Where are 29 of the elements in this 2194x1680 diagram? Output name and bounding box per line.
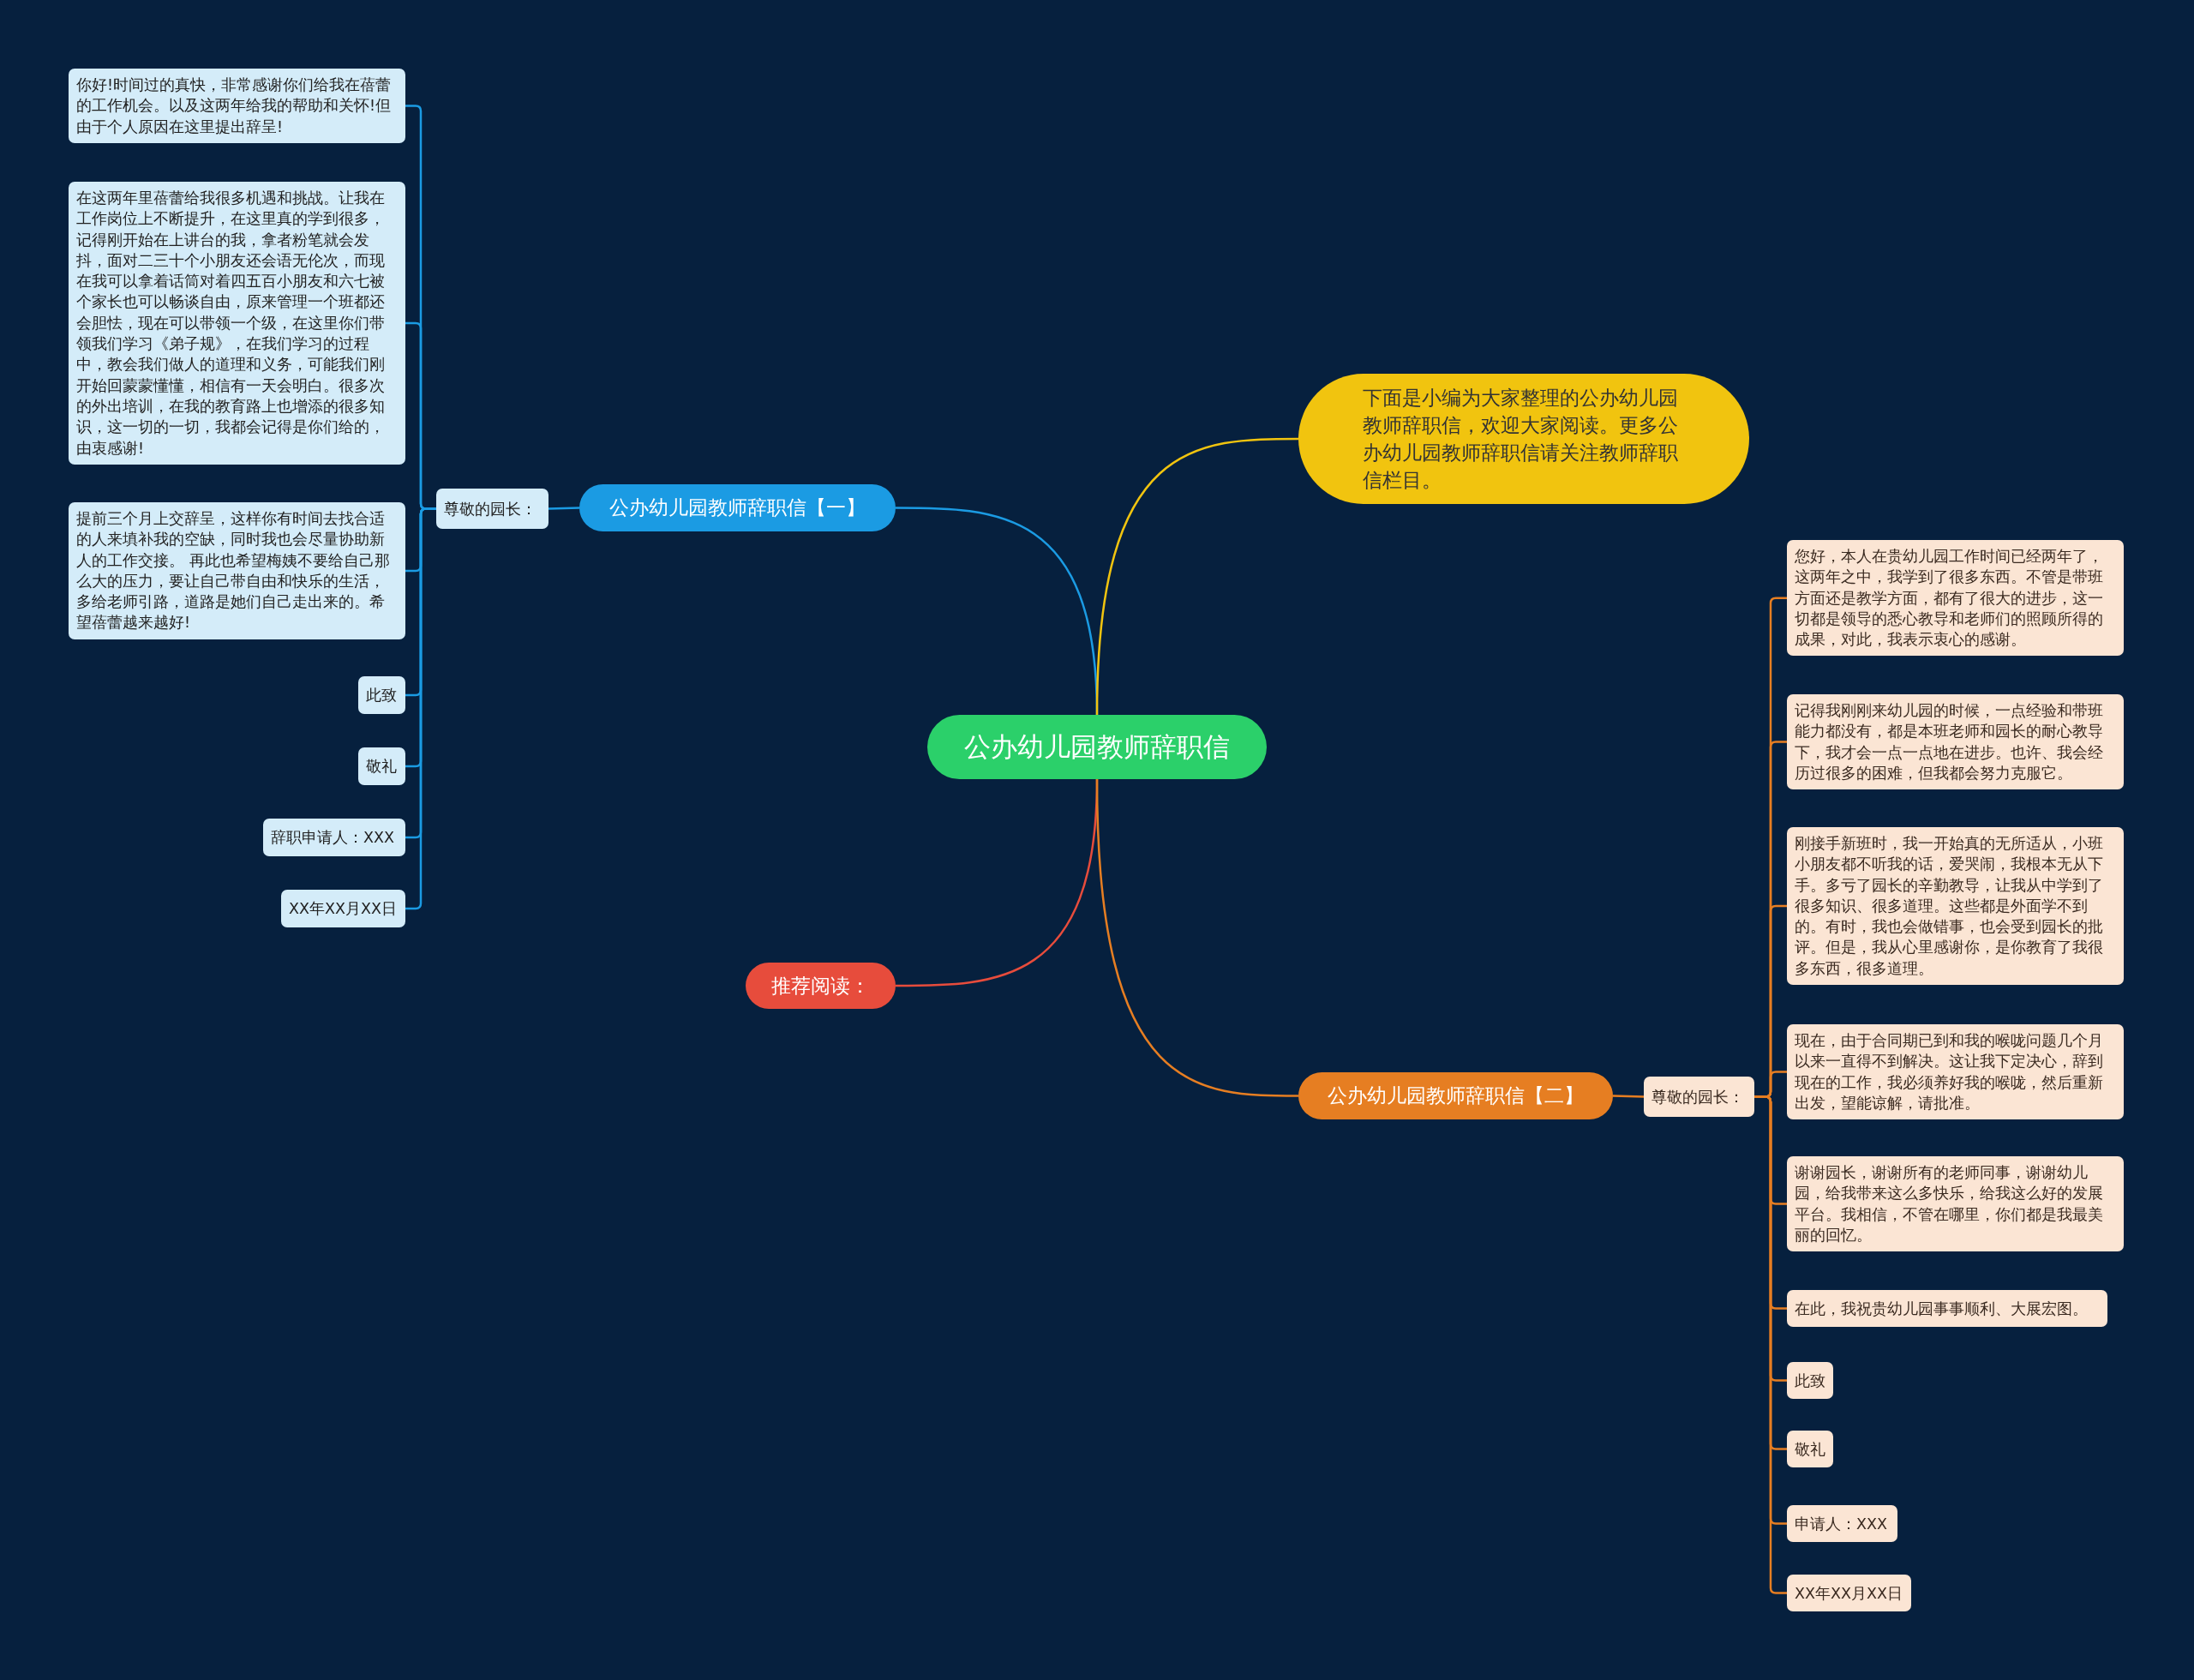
connector-line (1612, 1095, 1645, 1098)
connector-line (1095, 437, 1298, 716)
connector-line (405, 507, 436, 910)
text-card: XX年XX月XX日 (281, 890, 405, 927)
text-card: 刚接手新班时，我一开始真的无所适从，小班小朋友都不听我的话，爱哭闹，我根本无从下手。多亏了园长的辛勤教导，让我从中学到了很多知识、很多道理。这些都是外面学不到的。有时，我也会做错事，也会受到园长的批评。但是，我从心里感谢你，是你教育了我很多东西，很多道理。 (1787, 827, 2124, 986)
connector-line (548, 507, 580, 510)
text-card: 敬礼 (1787, 1431, 1833, 1467)
text-card: 在此，我祝贵幼儿园事事顺利、大展宏图。 (1787, 1290, 2107, 1327)
text-card: 记得我刚刚来幼儿园的时候，一点经验和带班能力都没有，都是本班老师和园长的耐心教导下，我才会一点一点地在进步。也许、我会经历过很多的困难，但我都会努力克服它。 (1787, 694, 2124, 790)
subtopic-box: 尊敬的园长： (436, 489, 548, 529)
text-card: 现在，由于合同期已到和我的喉咙问题几个月以来一直得不到解决。这让我下定决心，辞到现在的工作，我必须养好我的喉咙，然后重新出发，望能谅解，请批准。 (1787, 1024, 2124, 1120)
branch-topic: 公办幼儿园教师辞职信【一】 (579, 484, 896, 531)
text-card: XX年XX月XX日 (1787, 1575, 1911, 1611)
text-card: 申请人：XXX (1787, 1505, 1897, 1542)
text-card: 此致 (1787, 1362, 1833, 1399)
intro-bubble: 下面是小编为大家整理的公办幼儿园教师辞职信，欢迎大家阅读。更多公办幼儿园教师辞职信请关注教师辞职信栏目。 (1298, 374, 1749, 504)
central-topic: 公办幼儿园教师辞职信 (927, 715, 1267, 779)
connector-line (1095, 778, 1298, 1097)
branch-topic: 公办幼儿园教师辞职信【二】 (1298, 1072, 1613, 1119)
text-card: 您好，本人在贵幼儿园工作时间已经两年了，这两年之中，我学到了很多东西。不管是带班方面还是教学方面，都有了很大的进步，这一切都是领导的悉心教导和老师们的照顾所得的成果，对此，我表示衷心的感谢。 (1787, 540, 2124, 657)
text-card: 辞职申请人：XXX (263, 819, 405, 856)
text-card: 此致 (358, 676, 405, 714)
text-card: 你好!时间过的真快，非常感谢你们给我在蓓蕾的工作机会。以及这两年给我的帮助和关怀!但由于个人原因在这里提出辞呈! (69, 69, 405, 143)
text-card: 在这两年里蓓蕾给我很多机遇和挑战。让我在工作岗位上不断提升，在这里真的学到很多，记得刚开始在上讲台的我，拿者粉笔就会发抖，面对二三十个小朋友还会语无伦次，而现在我可以拿着话筒对着四五百小朋友和六七被个家长也可以畅谈自由，原来管理一个班都还会胆怯，现在可以带领一个级，在这里你们带领我们学习《弟子规》，在我们学习的过程中，教会我们做人的道理和义务，可能我们刚开始回蒙蒙懂懂，相信有一天会明白。很多次的外出培训，在我的教育路上也增添的很多知识，这一切的一切，我都会记得是你们给的，由衷感谢! (69, 182, 405, 465)
text-card: 谢谢园长，谢谢所有的老师同事，谢谢幼儿园，给我带来这么多快乐，给我这么好的发展平台。我相信，不管在哪里，你们都是我最美丽的回忆。 (1787, 1156, 2124, 1252)
branch-topic: 推荐阅读： (746, 963, 896, 1009)
text-card: 提前三个月上交辞呈，这样你有时间去找合适的人来填补我的空缺，同时我也会尽量协助新人的工作交接。 再此也希望梅姨不要给自己那么大的压力，要让自己带自由和快乐的生活，多给老师引路，道路是她们自己走出来的。希望蓓蕾越来越好! (69, 502, 405, 639)
subtopic-box: 尊敬的园长： (1644, 1077, 1754, 1117)
text-card: 敬礼 (358, 747, 405, 785)
